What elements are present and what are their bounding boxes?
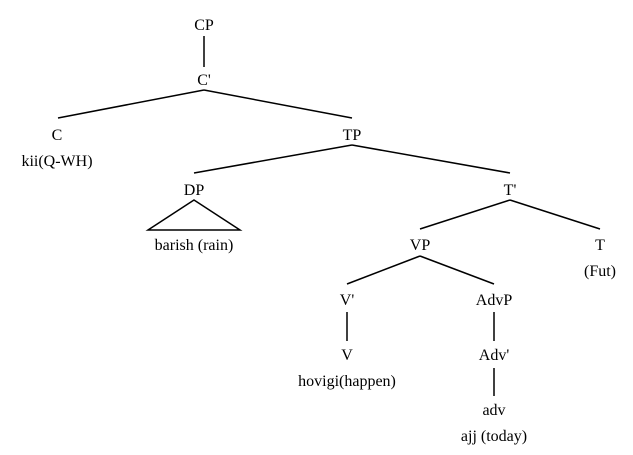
node-v: V: [341, 347, 353, 364]
word-t: (Fut): [584, 263, 616, 280]
branch-vp-advp: [419, 255, 495, 285]
word-adv: ajj (today): [461, 428, 527, 445]
node-dp: DP: [184, 182, 205, 199]
branch-cbar-tp: [203, 89, 353, 119]
node-t-bar: T': [504, 182, 517, 199]
word-c: kii(Q-WH): [21, 153, 92, 170]
node-c: C: [52, 127, 63, 144]
node-adv: adv: [482, 402, 505, 419]
branch-tbar-t: [509, 199, 601, 230]
node-adv-bar: Adv': [479, 347, 510, 364]
branch-tp-dp: [193, 144, 353, 174]
node-advp: AdvP: [476, 292, 513, 309]
node-vp: VP: [410, 237, 431, 254]
word-dp: barish (rain): [155, 237, 234, 254]
branch-vp-vbar: [346, 255, 421, 285]
node-v-bar: V': [340, 292, 355, 309]
node-tp: TP: [343, 127, 362, 144]
word-v: hovigi(happen): [298, 373, 396, 390]
branch-cbar-c: [57, 89, 205, 119]
dp-triangle: [145, 199, 243, 231]
branch-tbar-vp: [419, 199, 511, 230]
node-t: T: [595, 237, 605, 254]
node-c-bar: C': [197, 72, 211, 89]
branch-tp-tbar: [351, 144, 511, 174]
node-cp: CP: [194, 17, 214, 34]
